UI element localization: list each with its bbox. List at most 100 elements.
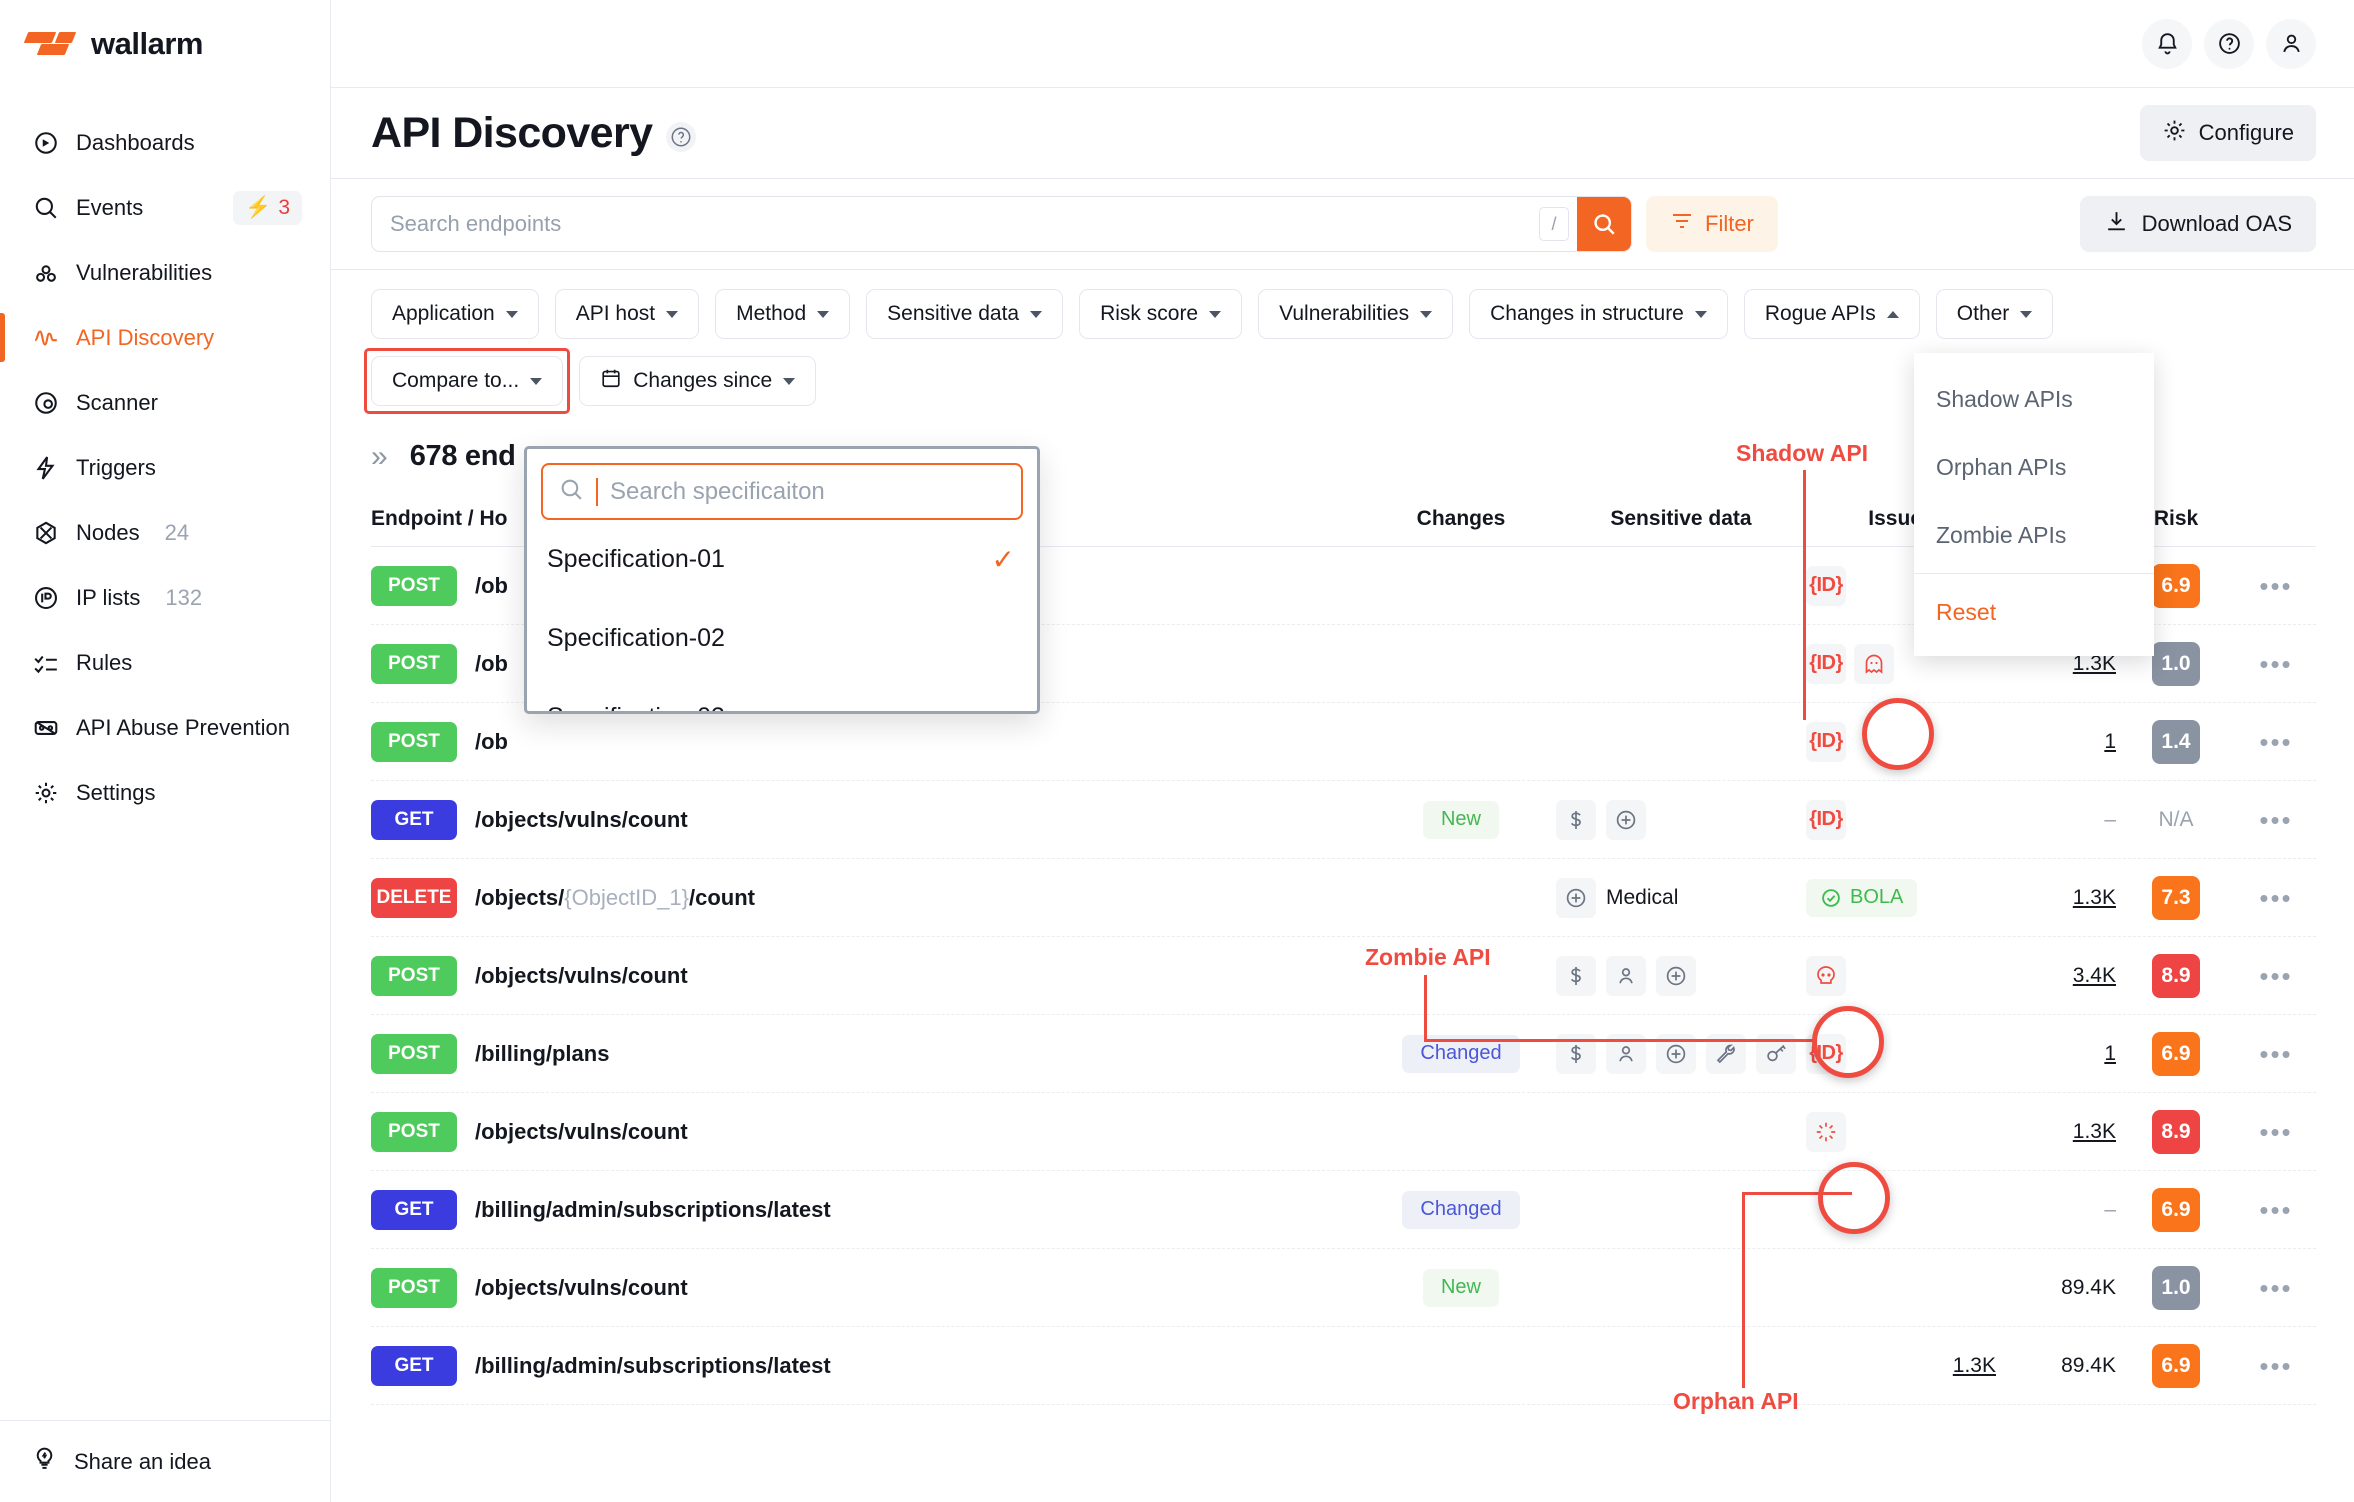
filter-chip-method[interactable]: Method: [715, 289, 851, 339]
specification-option-03[interactable]: Specification-03: [527, 678, 1037, 711]
sidebar-item-scanner[interactable]: Scanner: [0, 370, 330, 435]
sidebar-item-label: Scanner: [76, 389, 158, 415]
filter-chip-api-host[interactable]: API host: [554, 289, 700, 339]
orphan-icon[interactable]: [1806, 1111, 1846, 1152]
row-menu-button[interactable]: •••: [2259, 882, 2293, 913]
endpoint-path[interactable]: /billing/admin/subscriptions/latest: [475, 1352, 831, 1378]
row-menu-button[interactable]: •••: [2259, 648, 2293, 679]
rogue-menu-item-shadow-apis[interactable]: Shadow APIs: [1936, 385, 2073, 412]
id-icon[interactable]: {ID}: [1806, 643, 1846, 684]
sidebar-item-api-abuse-prevention[interactable]: API Abuse Prevention: [0, 695, 330, 760]
request-count[interactable]: 1.3K: [2072, 885, 2116, 909]
endpoint-path[interactable]: /billing/plans: [475, 1040, 610, 1066]
share-an-idea-button[interactable]: Share an idea: [0, 1420, 330, 1502]
id-icon[interactable]: {ID}: [1806, 565, 1846, 606]
sidebar-item-events[interactable]: Events ⚡ 3: [0, 175, 330, 240]
row-menu-button[interactable]: •••: [2259, 960, 2293, 991]
configure-button[interactable]: Configure: [2139, 105, 2316, 161]
lightbulb-icon: [32, 1446, 57, 1477]
spec-option-label: Specification-03: [547, 703, 725, 711]
sidebar-item-nodes[interactable]: Nodes 24: [0, 500, 330, 565]
endpoint-path[interactable]: /objects/vulns/count: [475, 1274, 688, 1300]
bola-icon[interactable]: BOLA: [1806, 878, 1918, 917]
risk-score-badge: 7.3: [2152, 875, 2200, 920]
sidebar-item-rules[interactable]: Rules: [0, 630, 330, 695]
request-count[interactable]: 3.4K: [2072, 963, 2116, 987]
help-circle-icon[interactable]: [2204, 18, 2254, 69]
filter-chip-changes-since[interactable]: Changes since: [579, 356, 817, 406]
download-oas-button[interactable]: Download OAS: [2079, 196, 2316, 252]
filter-chip-risk-score[interactable]: Risk score: [1079, 289, 1243, 339]
row-menu-button[interactable]: •••: [2259, 726, 2293, 757]
filter-chip-sensitive-data[interactable]: Sensitive data: [866, 289, 1064, 339]
endpoint-path[interactable]: /ob: [475, 572, 508, 598]
endpoint-path[interactable]: /objects/vulns/count: [475, 806, 688, 832]
expand-panel-icon[interactable]: »: [371, 439, 388, 473]
sidebar-item-ip-lists[interactable]: IP lists 132: [0, 565, 330, 630]
sidebar-item-triggers[interactable]: Triggers: [0, 435, 330, 500]
specification-search-field[interactable]: Search specificaiton: [541, 463, 1023, 520]
endpoint-path[interactable]: /objects/vulns/count: [475, 1118, 688, 1144]
specification-option-01[interactable]: Specification-01 ✓: [527, 520, 1037, 599]
filter-chip-other[interactable]: Other: [1935, 289, 2054, 339]
endpoint-path[interactable]: /ob: [475, 728, 508, 754]
filter-button[interactable]: Filter: [1646, 196, 1778, 252]
filter-chip-rogue-apis[interactable]: Rogue APIs: [1743, 289, 1920, 339]
skull-icon[interactable]: [1806, 955, 1846, 996]
rogue-menu-item-zombie-apis[interactable]: Zombie APIs: [1936, 521, 2067, 548]
search-input[interactable]: [390, 211, 1539, 237]
filter-chip-compare-to[interactable]: Compare to...: [363, 348, 571, 414]
sidebar-item-vulnerabilities[interactable]: Vulnerabilities: [0, 240, 330, 305]
events-badge[interactable]: ⚡ 3: [233, 190, 302, 225]
endpoint-path[interactable]: /objects/vulns/count: [475, 962, 688, 988]
ghost-icon[interactable]: [1854, 643, 1894, 684]
search-endpoints-field[interactable]: /: [371, 196, 1632, 252]
secondary-request-count[interactable]: 1.3K: [1952, 1353, 1996, 1377]
request-count[interactable]: 1.3K: [2072, 651, 2116, 675]
annotation-line-zombie-h: [1424, 1039, 1816, 1042]
endpoint-path[interactable]: /objects/{ObjectID_1}/count: [475, 884, 755, 910]
row-menu-button[interactable]: •••: [2259, 1116, 2293, 1147]
row-menu-button[interactable]: •••: [2259, 1272, 2293, 1303]
filter-chip-changes-in-structure[interactable]: Changes in structure: [1469, 289, 1728, 339]
rogue-menu-reset[interactable]: Reset: [1936, 598, 1997, 625]
sidebar-item-dashboards[interactable]: Dashboards: [0, 110, 330, 175]
risk-score-badge: N/A: [2158, 807, 2194, 831]
sidebar-item-settings[interactable]: Settings: [0, 760, 330, 825]
chevron-down-icon: [2020, 310, 2033, 318]
request-count[interactable]: 1: [2104, 729, 2116, 753]
user-icon[interactable]: [2266, 18, 2316, 69]
endpoint-path[interactable]: /ob: [475, 650, 508, 676]
filter-chip-application[interactable]: Application: [371, 289, 539, 339]
search-submit-button[interactable]: [1577, 197, 1631, 251]
row-menu-button[interactable]: •••: [2259, 1194, 2293, 1225]
row-menu-button[interactable]: •••: [2259, 570, 2293, 601]
row-menu-button[interactable]: •••: [2259, 1350, 2293, 1381]
brand-logo[interactable]: wallarm: [0, 0, 330, 88]
bell-icon[interactable]: [2142, 18, 2192, 69]
specification-search-placeholder: Search specificaiton: [610, 477, 825, 505]
specification-option-02[interactable]: Specification-02: [527, 599, 1037, 678]
request-count[interactable]: 1.3K: [2072, 1119, 2116, 1143]
sidebar-item-api-discovery[interactable]: API Discovery: [0, 305, 330, 370]
rogue-menu-item-orphan-apis[interactable]: Orphan APIs: [1936, 453, 2067, 480]
row-menu-button[interactable]: •••: [2259, 804, 2293, 835]
endpoint-path[interactable]: /billing/admin/subscriptions/latest: [475, 1196, 831, 1222]
id-icon[interactable]: {ID}: [1806, 799, 1846, 840]
request-count[interactable]: 1: [2104, 1041, 2116, 1065]
filter-chip-vulnerabilities[interactable]: Vulnerabilities: [1258, 289, 1454, 339]
cell-issues: 1.3K: [1806, 1354, 1996, 1378]
page-help-icon[interactable]: [666, 122, 697, 152]
row-menu-button[interactable]: •••: [2259, 1038, 2293, 1069]
id-icon[interactable]: {ID}: [1806, 721, 1846, 762]
